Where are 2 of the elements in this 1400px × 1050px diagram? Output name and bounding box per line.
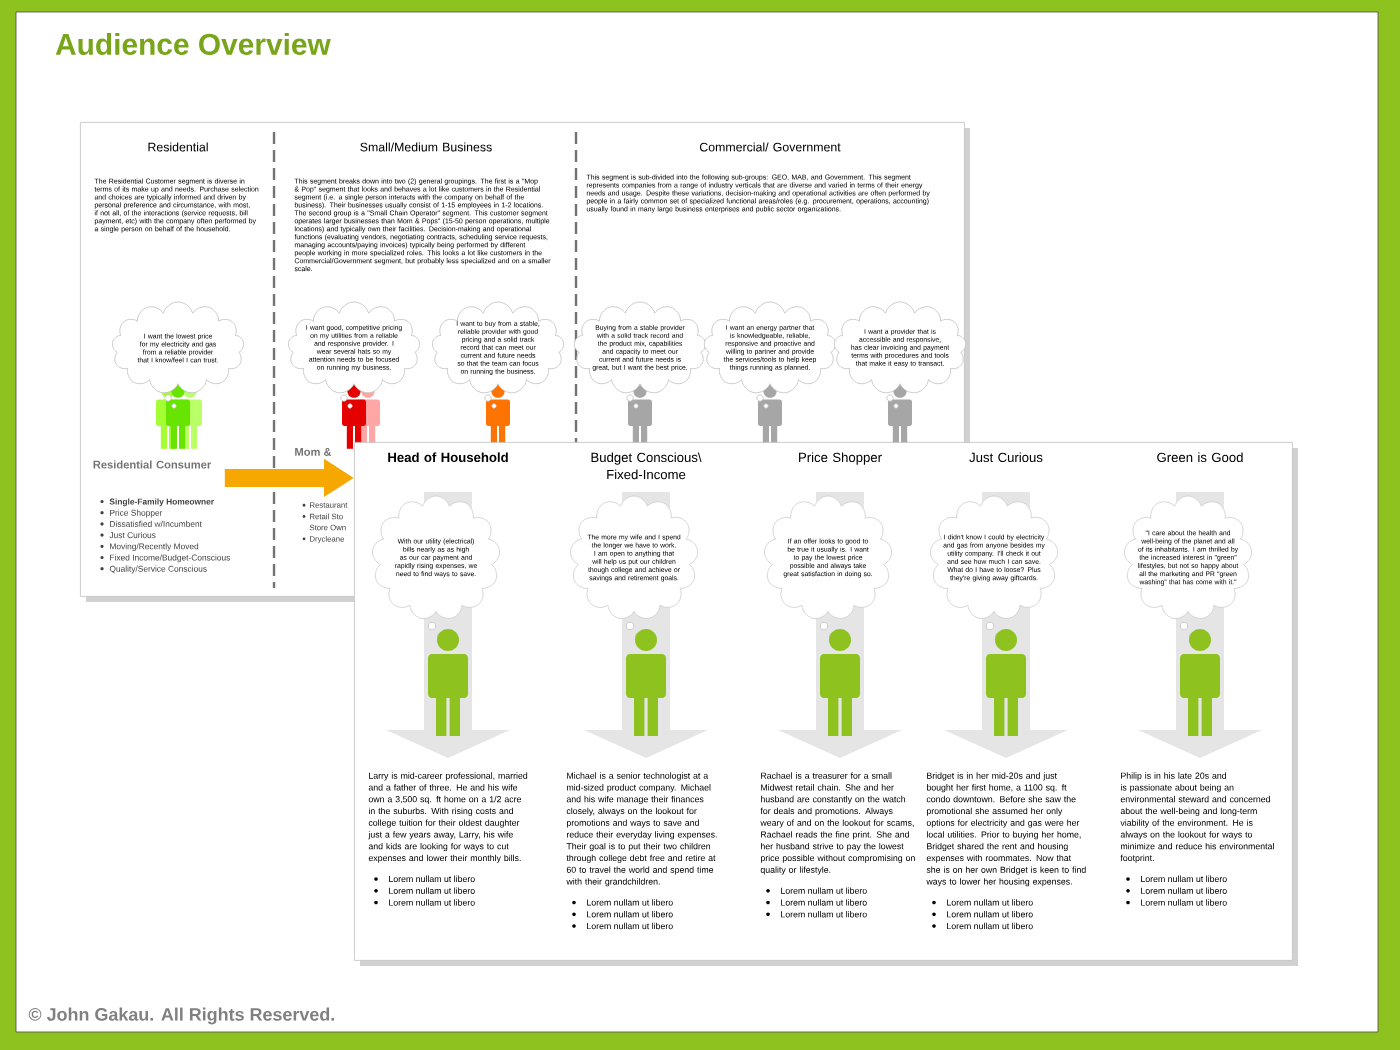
slide-title: Audience Overview bbox=[55, 33, 331, 55]
copyright-note: © John Gakau. All Rights Reserved. bbox=[28, 1007, 334, 1025]
